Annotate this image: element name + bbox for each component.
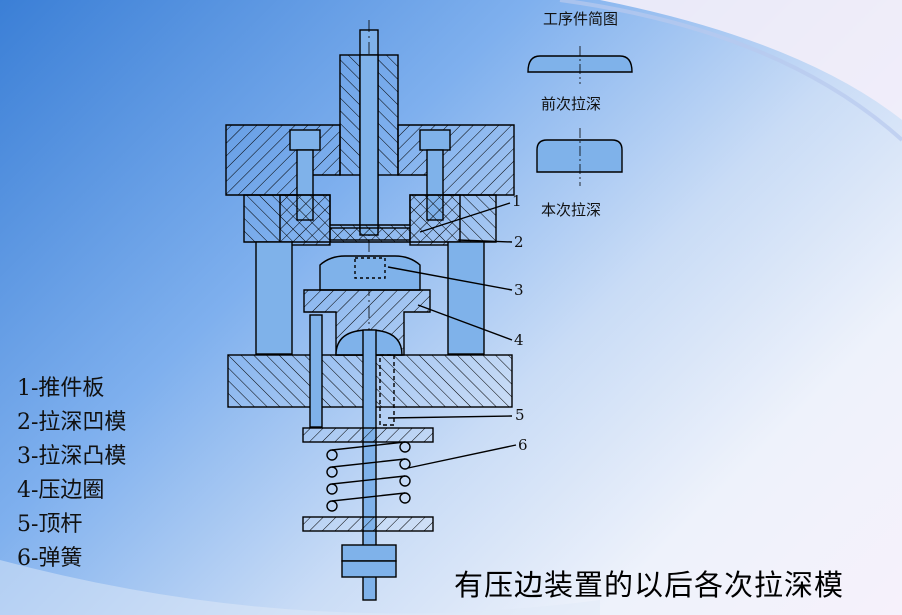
ejector-plate [329, 227, 411, 241]
legend-item: 6-弹簧 [17, 546, 83, 571]
nut-lower [341, 560, 397, 578]
drawing-punch [319, 255, 421, 291]
upper-die-plate [225, 124, 341, 196]
current-draw-label: 本次拉深 [541, 201, 602, 219]
current-draw-shape [536, 139, 623, 173]
slide-caption: 有压边装置的以后各次拉深模 [454, 568, 845, 602]
part-number-5: 5 [515, 406, 525, 424]
guide-post-left [255, 241, 293, 355]
upper-bolt-right [419, 129, 451, 151]
part-number-4: 4 [514, 331, 524, 349]
spring-coils [326, 441, 411, 512]
guide-post-right [447, 241, 485, 355]
legend-item: 5-顶杆 [17, 512, 83, 537]
upper-bolt-left [289, 129, 321, 151]
part-number-3: 3 [514, 281, 524, 299]
legend-item: 4-压边圈 [17, 478, 105, 503]
workpiece-title: 工序件简图 [543, 10, 619, 28]
parts-legend: 1-推件板 2-拉深凹模 3-拉深凸模 4-压边圈 5-顶杆 6-弹簧 [17, 372, 126, 576]
legend-item: 2-拉深凹模 [17, 410, 127, 435]
nut-upper [341, 544, 397, 562]
legend-item: 1-推件板 [17, 376, 105, 401]
legend-item: 3-拉深凸模 [17, 444, 127, 469]
spring-bottom-plate [302, 516, 434, 532]
part-number-6: 6 [518, 436, 528, 454]
part-number-1: 1 [512, 192, 522, 210]
previous-draw-label: 前次拉深 [541, 95, 602, 113]
spring-top-plate [302, 427, 434, 443]
push-rod [362, 329, 377, 601]
part-number-2: 2 [514, 233, 524, 251]
